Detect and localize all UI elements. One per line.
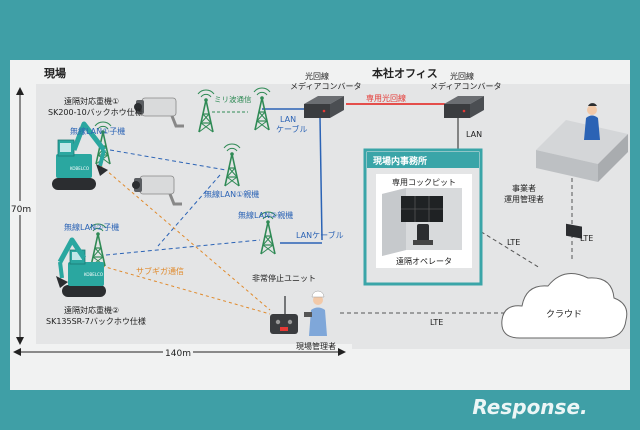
machine1-name: 遠隔対応重機①: [64, 96, 119, 106]
wlan2-child-label: 無線LAN②子機: [64, 222, 119, 232]
machine1-model: SK200-10バックホウ仕様: [48, 107, 143, 117]
lte-link-office: [474, 227, 541, 269]
lan-cable-label-2: ケーブル: [276, 124, 308, 134]
media-converter-site-label-1: 光回線: [305, 71, 329, 81]
cockpit-room-icon: [382, 188, 462, 256]
cockpit-label: 専用コックピット: [392, 177, 456, 187]
hq-lan-label: LAN: [466, 130, 482, 139]
excavator-1-icon: KOBELCO: [52, 121, 108, 190]
media-converter-hq-label-2: メディアコンバータ: [430, 81, 501, 91]
onsite-office-title: 現場内事務所: [373, 155, 427, 167]
site-manager-label: 現場管理者: [296, 341, 336, 351]
site-title: 現場: [44, 66, 66, 80]
business-operator-label-2: 運用管理者: [504, 194, 544, 204]
machine2-name: 遠隔対応重機②: [64, 305, 119, 315]
lte-label-office: LTE: [507, 238, 520, 247]
dedicated-fiber-label: 専用光回線: [366, 93, 406, 103]
lan-cable-link-site: [319, 116, 323, 241]
excavator-2-icon: KOBELCO: [56, 237, 106, 297]
business-operator-desk-icon: [536, 103, 628, 239]
media-converter-hq-label-1: 光回線: [450, 71, 474, 81]
subghz-link-1: [99, 164, 271, 311]
lan-cable-label-full: LANケーブル: [296, 230, 344, 240]
hq-office-title: 本社オフィス: [372, 66, 438, 80]
wlan1-parent-label: 無線LAN①親機: [204, 189, 259, 199]
business-operator-label-1: 事業者: [512, 183, 536, 193]
wlan1-child-label: 無線LAN①子機: [70, 126, 125, 136]
lte-label-manager: LTE: [430, 318, 443, 327]
wlan-cross-link: [157, 174, 221, 247]
subghz-link-2: [101, 265, 271, 315]
site-manager-person-icon: [304, 290, 327, 336]
brand-label-2: KOBELCO: [84, 272, 103, 277]
lte-label-business: LTE: [580, 234, 593, 243]
cloud-icon: [501, 273, 628, 339]
machine2-model: SK135SR-7バックホウ仕様: [46, 316, 146, 326]
cloud-label: クラウド: [546, 309, 582, 320]
wlan2-parent-label: 無線LAN②親機: [238, 210, 293, 220]
dimension-70m-label: 70m: [11, 205, 31, 215]
lan-cable-label-1: LAN: [280, 115, 296, 124]
brand-label-1: KOBELCO: [70, 166, 89, 171]
wlan2-link: [105, 239, 261, 256]
dimension-140m-label: 140m: [165, 349, 191, 359]
response-logo: Response.: [472, 395, 587, 419]
response-logo-text: Response.: [472, 395, 587, 419]
subghz-label: サブギガ通信: [136, 266, 184, 276]
wlan1-link: [109, 149, 227, 171]
media-converter-site-label-2: メディアコンバータ: [290, 81, 361, 91]
emergency-stop-label: 非常停止ユニット: [252, 273, 316, 283]
remote-operator-label: 遠隔オペレータ: [396, 256, 452, 266]
mmwave-label: ミリ波通信: [214, 94, 252, 104]
emergency-stop-remote-icon: [270, 296, 298, 334]
